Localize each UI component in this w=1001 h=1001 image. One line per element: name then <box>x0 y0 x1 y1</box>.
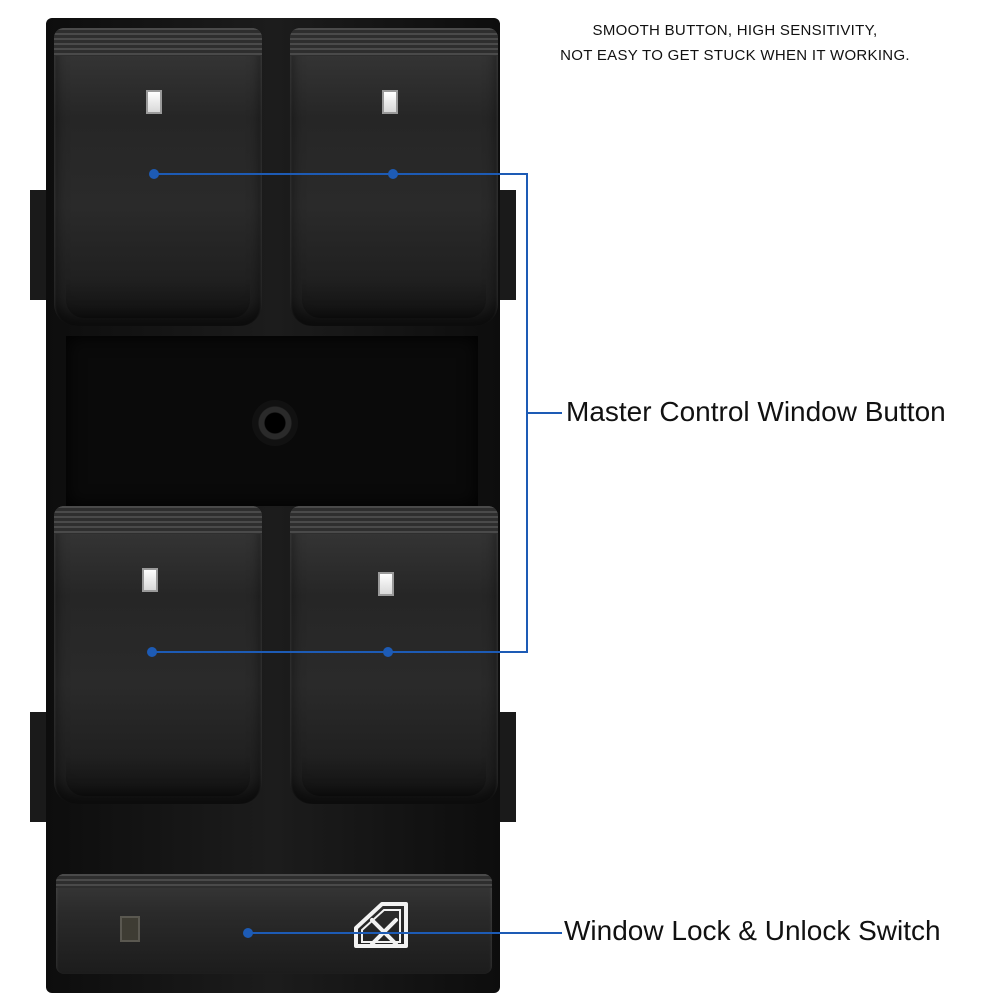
callout-dot-front-right <box>388 169 398 179</box>
callout-dot-rear-right <box>383 647 393 657</box>
window-lock-icon <box>354 902 408 948</box>
callout-dot-lock <box>243 928 253 938</box>
side-tab-upper-right <box>500 190 516 300</box>
indicator-light-front-right <box>382 90 398 114</box>
side-tab-lower-right <box>500 712 516 822</box>
screw-hole <box>252 400 298 446</box>
callout-dot-rear-left <box>147 647 157 657</box>
callout-line-master <box>526 412 562 414</box>
callout-line-upper <box>154 173 528 175</box>
lock-switch-label: Window Lock & Unlock Switch <box>564 915 941 946</box>
callout-line-lock <box>248 932 562 934</box>
caption-line-2: NOT EASY TO GET STUCK WHEN IT WORKING. <box>560 47 910 64</box>
callout-line-lower <box>152 651 528 653</box>
caption: SMOOTH BUTTON, HIGH SENSITIVITY, NOT EAS… <box>500 18 970 68</box>
window-button-front-left[interactable] <box>54 28 262 326</box>
lock-indicator-light <box>120 916 140 942</box>
caption-line-1: SMOOTH BUTTON, HIGH SENSITIVITY, <box>592 22 878 39</box>
indicator-light-rear-left <box>142 568 158 592</box>
indicator-light-front-left <box>146 90 162 114</box>
master-control-label: Master Control Window Button <box>566 396 946 427</box>
side-tab-upper-left <box>30 190 46 300</box>
window-button-rear-right[interactable] <box>290 506 498 804</box>
indicator-light-rear-right <box>378 572 394 596</box>
side-tab-lower-left <box>30 712 46 822</box>
callout-dot-front-left <box>149 169 159 179</box>
window-button-rear-left[interactable] <box>54 506 262 804</box>
